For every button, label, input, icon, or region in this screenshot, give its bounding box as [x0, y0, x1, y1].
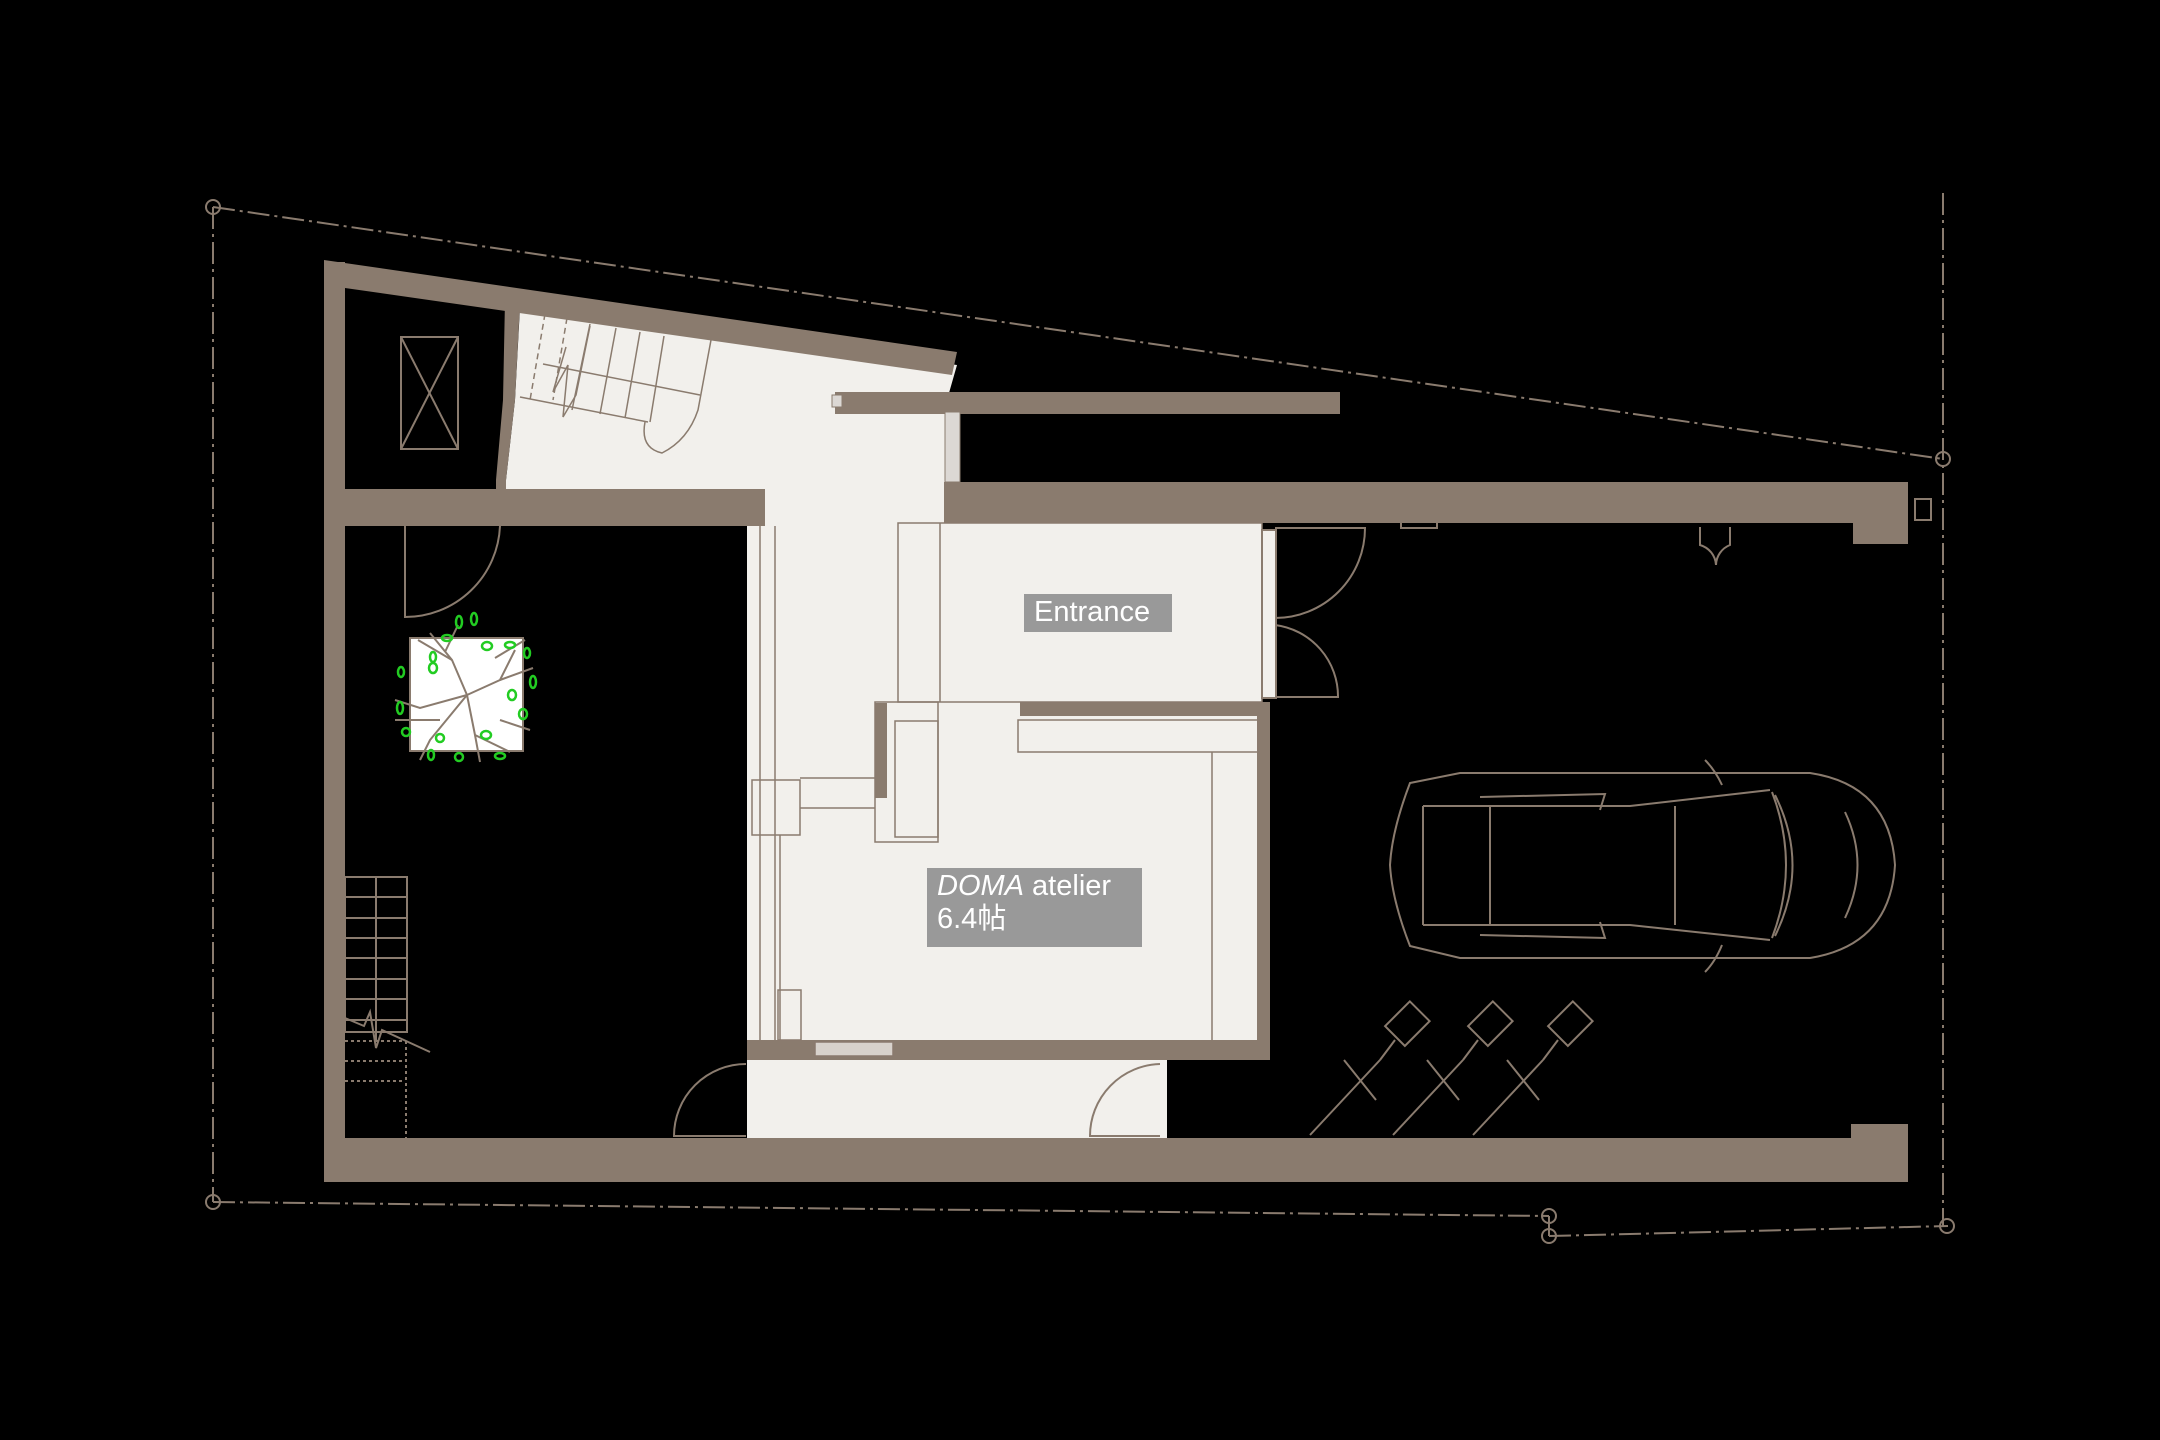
- doma-label-italic: DOMA: [937, 870, 1024, 902]
- bicycles-icon: [1309, 999, 1595, 1136]
- tree-icon: [394, 611, 538, 763]
- void-box: [400, 336, 459, 450]
- bicycle-3-icon: [1472, 999, 1595, 1136]
- doors: [404, 498, 1932, 1137]
- doma-label-rest: atelier: [1024, 870, 1112, 902]
- bicycle-2-icon: [1392, 999, 1515, 1136]
- room-label-entrance: Entrance: [1024, 594, 1172, 632]
- survey-markers: [205, 199, 1955, 1244]
- bicycle-1-icon: [1309, 999, 1432, 1136]
- staircase-upper: [519, 313, 712, 454]
- window-strip: [831, 394, 961, 483]
- interior-floor: [506, 307, 1270, 1138]
- entrance-label-text: Entrance: [1034, 596, 1151, 628]
- staircase-exterior: [344, 876, 431, 1138]
- car-icon: [1388, 759, 1897, 973]
- room-label-doma-atelier: DOMA atelier 6.4帖: [927, 868, 1142, 947]
- doma-area-label: 6.4帖: [937, 903, 1007, 936]
- walls: [324, 260, 1908, 1182]
- site-boundary: [212, 193, 1949, 1237]
